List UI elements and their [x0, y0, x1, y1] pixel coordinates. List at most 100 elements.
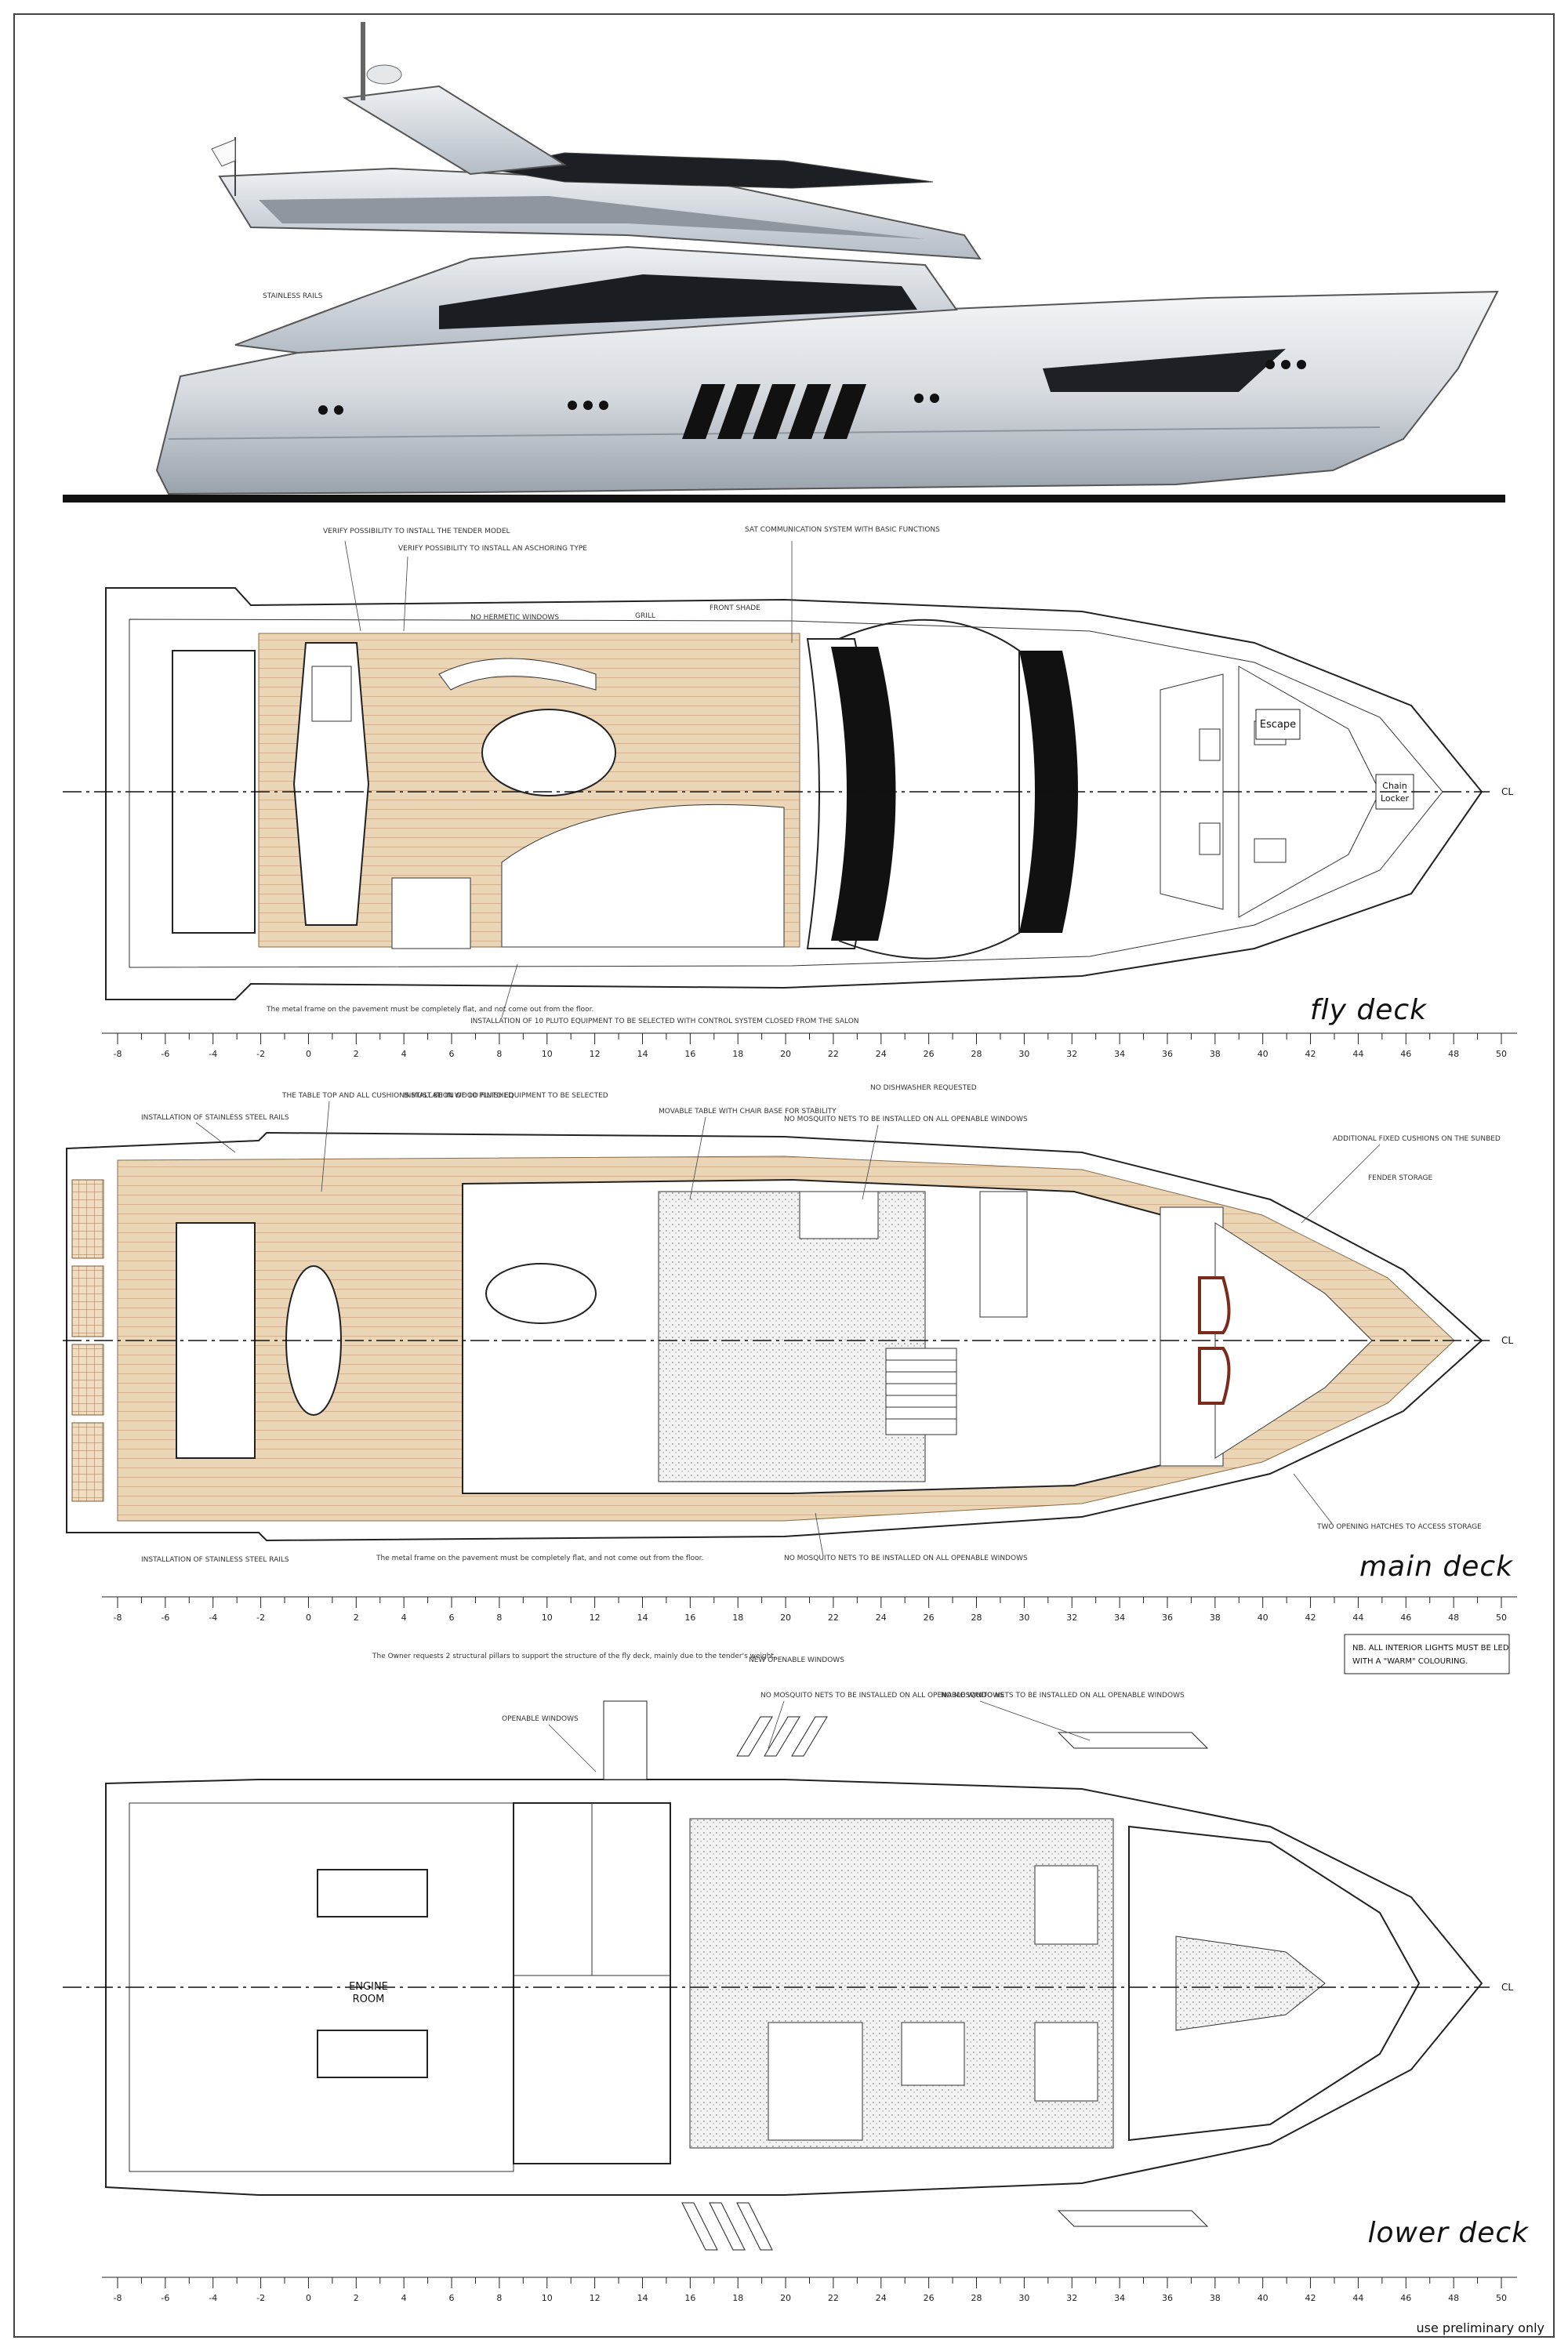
scale-tick-label: 36 — [1162, 1049, 1173, 1059]
main-note-7: ADDITIONAL FIXED CUSHIONS ON THE SUNBED — [1333, 1135, 1501, 1143]
scale-tick-label: 42 — [1305, 1049, 1316, 1059]
led-note-box — [1344, 1634, 1510, 1674]
lower-note-3: NEW OPENABLE WINDOWS — [749, 1656, 844, 1664]
scale-tick-label: 38 — [1210, 1049, 1221, 1059]
main-note-12: TWO OPENING HATCHES TO ACCESS STORAGE — [1316, 1523, 1482, 1531]
scale-tick-label: -4 — [209, 1613, 217, 1623]
scale-tick-label: 8 — [496, 1049, 502, 1059]
scale-tick-label: 32 — [1066, 1613, 1077, 1623]
lower-note-1: OPENABLE WINDOWS — [502, 1715, 579, 1723]
scale-tick-label: 50 — [1496, 1049, 1507, 1059]
scale-tick-label: 40 — [1258, 2293, 1269, 2303]
scale-tick-label: 10 — [542, 1049, 553, 1059]
scale-tick-label: 42 — [1305, 2293, 1316, 2303]
scale-tick-label: 24 — [876, 1049, 887, 1059]
scale-tick-label: 18 — [732, 1613, 743, 1623]
scale-tick-label: 22 — [828, 1613, 839, 1623]
scale-tick-label: 16 — [684, 2293, 695, 2303]
scale-tick-label: 46 — [1400, 1613, 1411, 1623]
scale-tick-label: 26 — [924, 1613, 935, 1623]
scale-tick-label: 0 — [306, 2293, 311, 2303]
scale-tick-label: 4 — [401, 1613, 407, 1623]
scale-tick-label: -2 — [256, 1613, 265, 1623]
scale-tick-label: -6 — [161, 1613, 169, 1623]
main-note-10: The metal frame on the pavement must be … — [376, 1555, 703, 1562]
scale-tick-label: 34 — [1114, 1613, 1125, 1623]
scale-tick-label: 32 — [1066, 2293, 1077, 2303]
scale-tick-label: 26 — [924, 1049, 935, 1059]
fly-deck-plan: Escape Chain Locker CL VERIFY POSSIBILIT… — [63, 526, 1513, 1026]
svg-text:STAINLESS RAILS: STAINLESS RAILS — [263, 292, 323, 300]
escape-label: Escape — [1260, 719, 1296, 731]
main-cl-label: CL — [1501, 1335, 1513, 1346]
scale-tick-label: -2 — [256, 2293, 265, 2303]
scale-tick-label: 50 — [1496, 1613, 1507, 1623]
scale-tick-label: 44 — [1352, 1613, 1363, 1623]
scale-tick-label: 30 — [1018, 1049, 1029, 1059]
scale-tick-label: 10 — [542, 1613, 553, 1623]
scale-tick-label: 48 — [1448, 1049, 1459, 1059]
scale-tick-label: -8 — [114, 2293, 122, 2303]
fly-note-5: FRONT SHADE — [710, 604, 760, 612]
scale-tick-label: 4 — [401, 2293, 407, 2303]
scale-tick-label: 8 — [496, 2293, 502, 2303]
scale-tick-label: 32 — [1066, 1049, 1077, 1059]
lower-cl-label: CL — [1501, 1982, 1513, 1993]
lower-deck-plan: ENGINE ROOM CL OPENABLE W — [63, 1656, 1530, 2251]
fly-note-3: NO HERMETIC WINDOWS — [470, 614, 559, 622]
scale-tick-label: -4 — [209, 1049, 217, 1059]
scale-tick-label: 48 — [1448, 1613, 1459, 1623]
scale-tick-label: 6 — [449, 2293, 455, 2303]
main-deck-title: main deck — [1359, 1551, 1514, 1583]
scale-tick-label: 10 — [542, 2293, 553, 2303]
scale-tick-label: 38 — [1210, 1613, 1221, 1623]
scale-tick-label: 12 — [590, 1049, 601, 1059]
engine-room-label-2: ROOM — [353, 1994, 385, 2005]
scale-tick-label: 14 — [637, 1049, 648, 1059]
scale-tick-label: 28 — [971, 1049, 982, 1059]
scale-tick-label: 0 — [306, 1613, 311, 1623]
scale-tick-label: 46 — [1400, 1049, 1411, 1059]
scale-tick-label: 0 — [306, 1049, 311, 1059]
scale-tick-label: 34 — [1114, 2293, 1125, 2303]
scale-tick-label: -4 — [209, 2293, 217, 2303]
main-note-3: INSTALLATION OF 10 PLUTO EQUIPMENT TO BE… — [404, 1092, 608, 1100]
scale-tick-label: 18 — [732, 1049, 743, 1059]
scale-tick-label: 40 — [1258, 1049, 1269, 1059]
lower-note-4: NO MOSQUITO NETS TO BE INSTALLED ON ALL … — [941, 1692, 1185, 1700]
fly-deck-title: fly deck — [1310, 994, 1428, 1026]
fly-note-1: VERIFY POSSIBILITY TO INSTALL THE TENDER… — [323, 528, 510, 535]
scale-tick-label: 22 — [828, 1049, 839, 1059]
fly-note-7: The metal frame on the pavement must be … — [266, 1006, 593, 1014]
lower-deck-title: lower deck — [1367, 2217, 1530, 2249]
scale-tick-label: 28 — [971, 2293, 982, 2303]
scale-tick-label: 12 — [590, 1613, 601, 1623]
scale-tick-label: 8 — [496, 1613, 502, 1623]
scale-tick-label: 18 — [732, 2293, 743, 2303]
scale-tick-label: 48 — [1448, 2293, 1459, 2303]
scale-tick-label: 36 — [1162, 1613, 1173, 1623]
scale-tick-label: 16 — [684, 1049, 695, 1059]
footer-note: use preliminary only — [1417, 2320, 1544, 2335]
main-note-6: NO DISHWASHER REQUESTED — [870, 1084, 977, 1092]
scale-tick-label: 44 — [1352, 1049, 1363, 1059]
scale-tick-label: 2 — [354, 2293, 359, 2303]
led-note-line-2: WITH A "WARM" COLOURING. — [1352, 1657, 1468, 1666]
scale-tick-label: 20 — [780, 1049, 791, 1059]
main-note-8: FENDER STORAGE — [1368, 1174, 1432, 1182]
lower-note-2: NO MOSQUITO NETS TO BE INSTALLED ON ALL … — [760, 1692, 1004, 1700]
chain-locker-label-1: Chain — [1382, 781, 1406, 791]
scale-tick-label: 50 — [1496, 2293, 1507, 2303]
main-note-4: MOVABLE TABLE WITH CHAIR BASE FOR STABIL… — [659, 1108, 837, 1116]
scale-tick-label: 4 — [401, 1049, 407, 1059]
scale-tick-label: 2 — [354, 1613, 359, 1623]
scale-tick-label: 16 — [684, 1613, 695, 1623]
scale-tick-label: 24 — [876, 2293, 887, 2303]
scale-tick-label: 30 — [1018, 1613, 1029, 1623]
main-note-5: NO MOSQUITO NETS TO BE INSTALLED ON ALL … — [784, 1116, 1028, 1123]
scale-tick-label: 26 — [924, 2293, 935, 2303]
led-note-line-1: NB. ALL INTERIOR LIGHTS MUST BE LED — [1352, 1644, 1509, 1653]
main-note-2: THE TABLE TOP AND ALL CUSHIONS MUST BE I… — [281, 1092, 514, 1100]
